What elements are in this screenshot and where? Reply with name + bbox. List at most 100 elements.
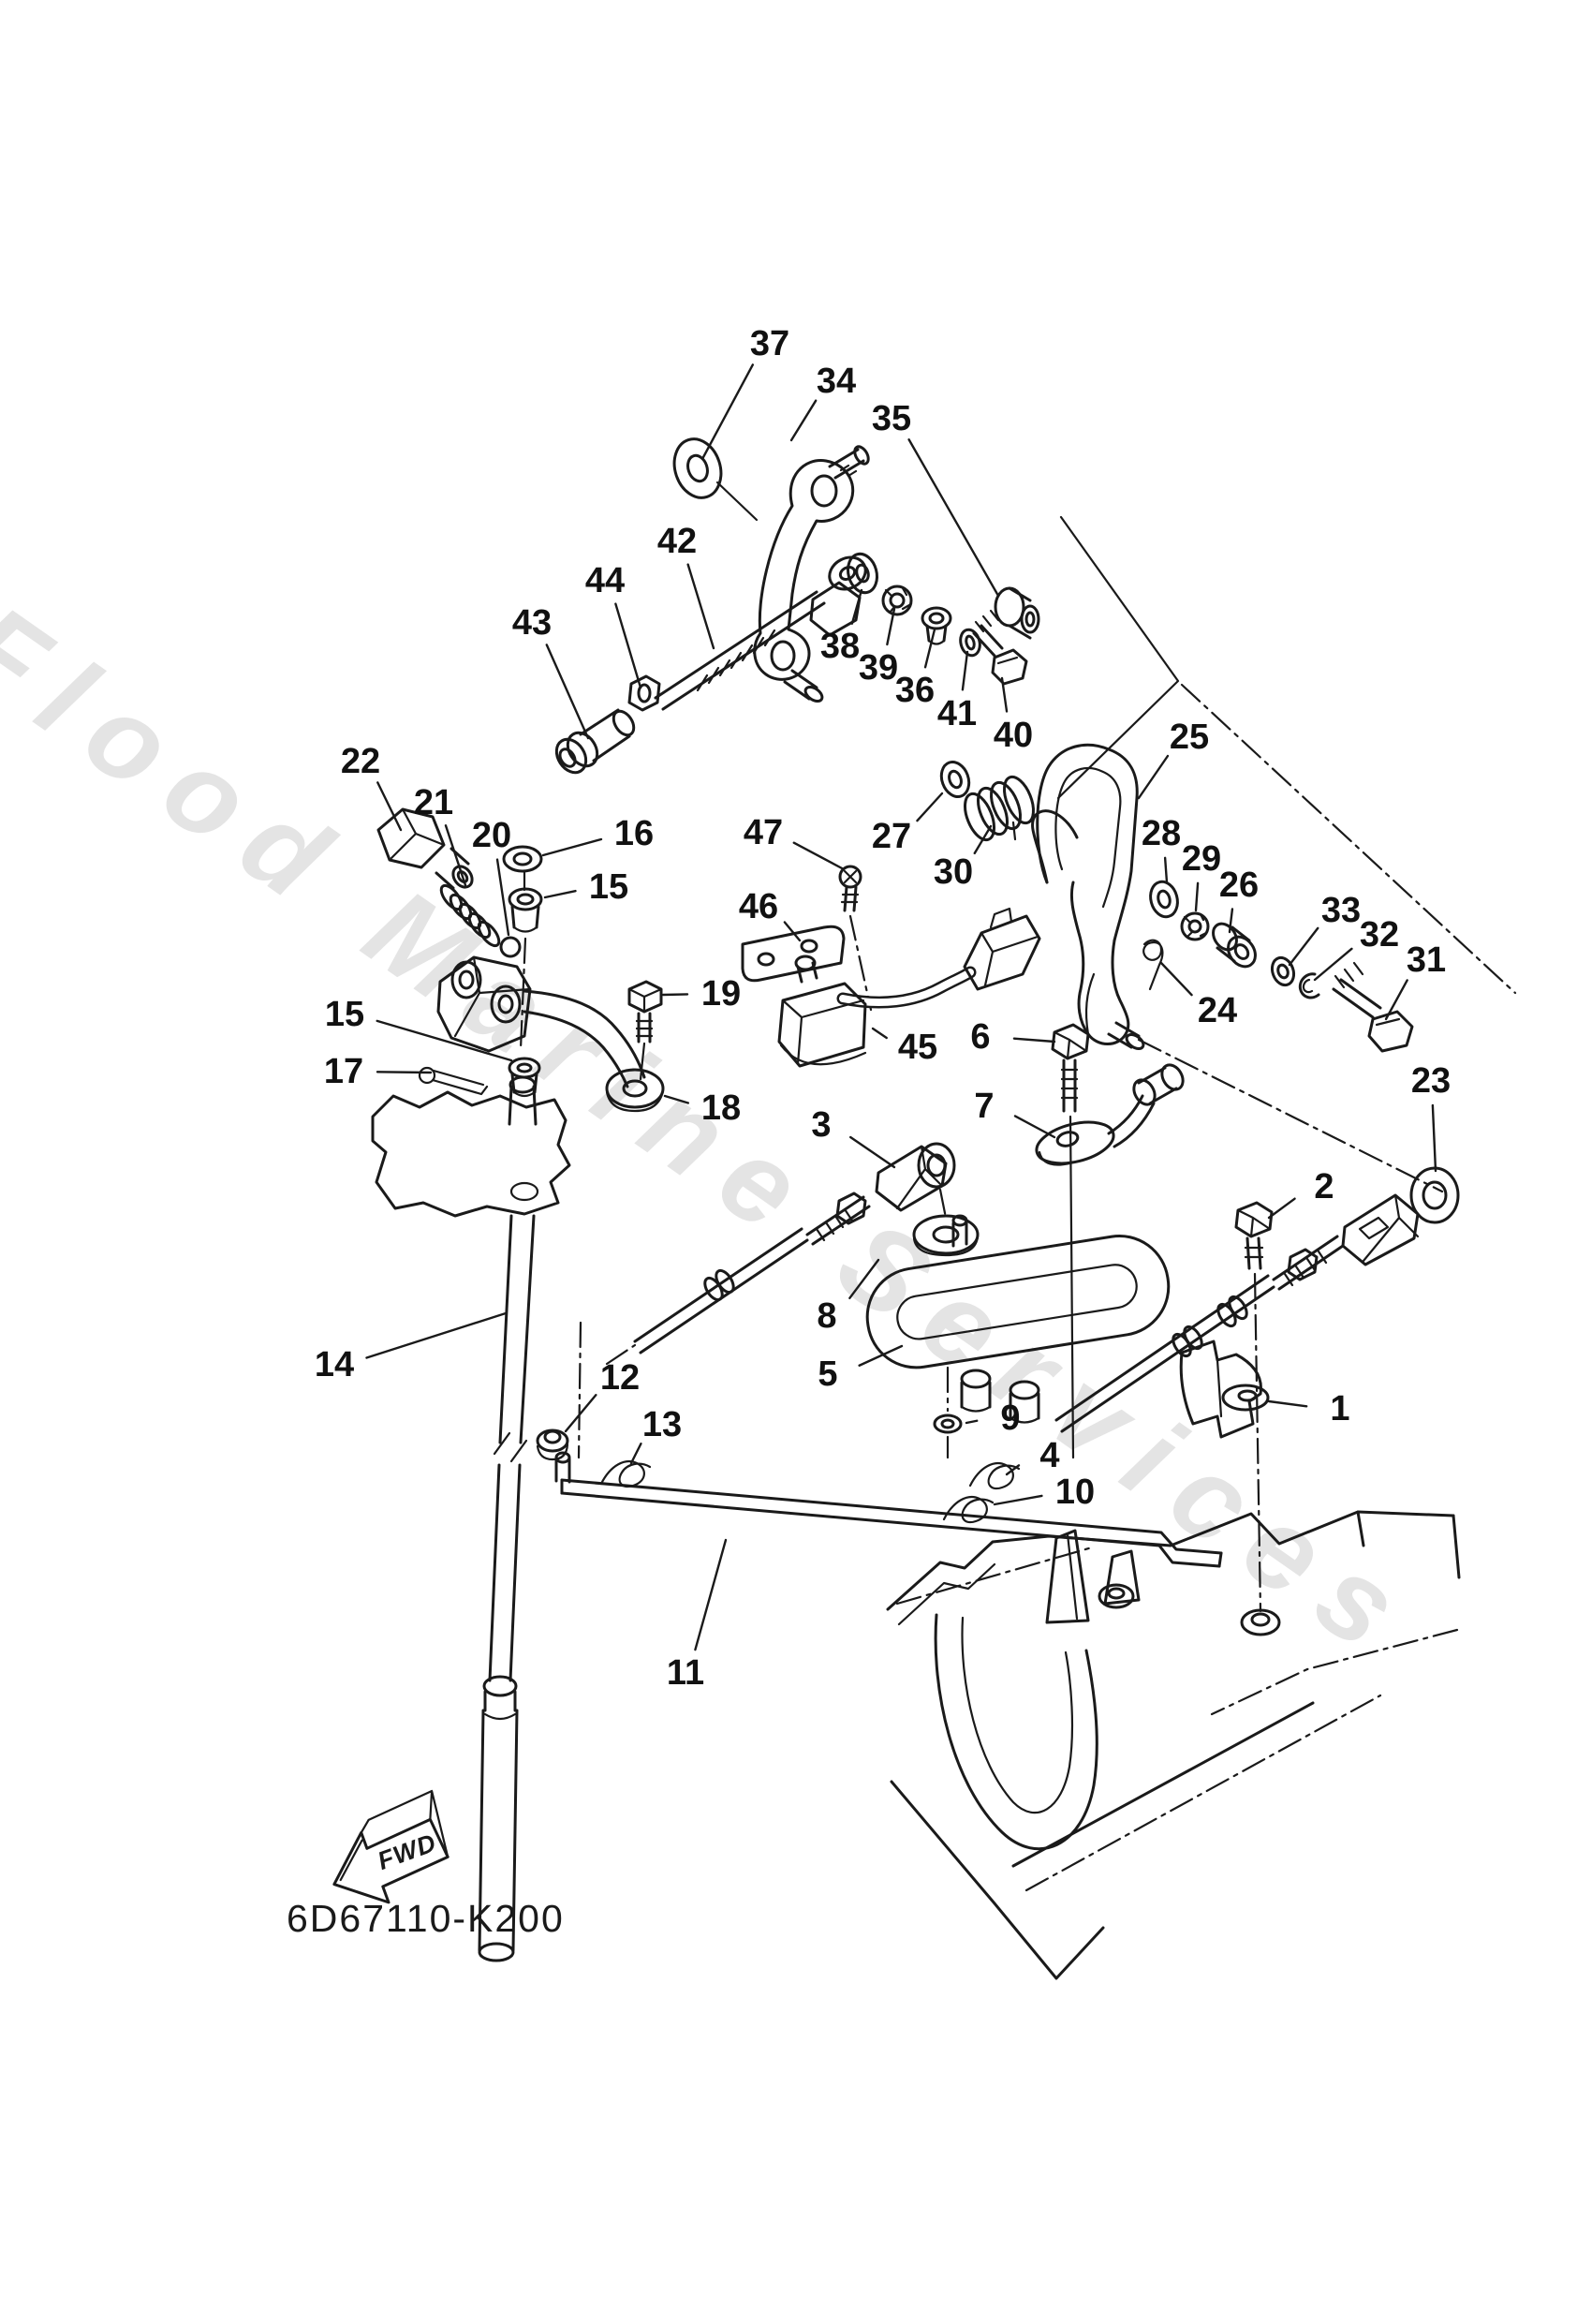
part-number-label-33: 33 bbox=[1321, 891, 1361, 930]
leader-line-9 bbox=[965, 1419, 979, 1425]
part-number-label-36: 36 bbox=[895, 671, 935, 710]
callout-layer: 1234567891011121314151516171819202122232… bbox=[315, 324, 1451, 1693]
leader-line-47 bbox=[792, 841, 846, 871]
leader-line-2 bbox=[1267, 1197, 1296, 1220]
bolt-19 bbox=[627, 980, 663, 1044]
nut-29 bbox=[1180, 911, 1210, 941]
ball-20 bbox=[499, 936, 522, 958]
part-number-label-31: 31 bbox=[1407, 940, 1446, 980]
leader-line-34 bbox=[789, 399, 818, 442]
throttle-control-lever-25 bbox=[1031, 743, 1145, 1051]
magneto-bracket-18 bbox=[436, 955, 665, 1113]
part-number-label-24: 24 bbox=[1198, 991, 1237, 1030]
bushing-35 bbox=[994, 586, 1040, 640]
part-number-label-25: 25 bbox=[1170, 718, 1209, 757]
bolt-31 bbox=[1332, 961, 1414, 1053]
sensor-45 bbox=[777, 955, 867, 1068]
part-number-label-27: 27 bbox=[872, 817, 911, 856]
leader-line-31 bbox=[1384, 979, 1408, 1021]
leader-line-25 bbox=[1137, 754, 1170, 800]
clip-10 bbox=[942, 1495, 995, 1524]
cam-plate-14 bbox=[371, 1075, 571, 1218]
connector-plug bbox=[963, 914, 1041, 991]
leader-line-35 bbox=[907, 438, 1000, 598]
nut-44 bbox=[627, 674, 661, 712]
leader-line-14 bbox=[365, 1311, 508, 1359]
leader-line-23 bbox=[1431, 1103, 1437, 1173]
part-number-label-17: 17 bbox=[324, 1052, 363, 1091]
leader-line-12 bbox=[564, 1394, 597, 1433]
screw-47 bbox=[838, 865, 862, 912]
washer-28 bbox=[1149, 880, 1179, 919]
roller-8 bbox=[912, 1214, 980, 1257]
washer-27 bbox=[939, 761, 971, 798]
part-number-label-37: 37 bbox=[750, 324, 789, 363]
leader-line-8 bbox=[848, 1258, 880, 1300]
plate-46 bbox=[741, 925, 846, 983]
part-number-label-39: 39 bbox=[859, 648, 898, 688]
throttle-cable-upper bbox=[605, 1192, 871, 1366]
leader-line-28 bbox=[1163, 856, 1169, 884]
part-number-label-8: 8 bbox=[817, 1296, 836, 1336]
leader-line-17 bbox=[376, 1071, 433, 1074]
part-number-label-18: 18 bbox=[701, 1088, 741, 1128]
part-number-label-7: 7 bbox=[974, 1087, 994, 1126]
engine-crankcase bbox=[886, 1510, 1461, 1980]
nut-39 bbox=[881, 585, 913, 616]
bracket-1 bbox=[1179, 1340, 1270, 1439]
cable-clevis-3 bbox=[875, 1142, 956, 1212]
leader-line-15 bbox=[376, 1019, 513, 1062]
leader-line-20 bbox=[495, 858, 510, 937]
bolt-2 bbox=[1234, 1201, 1274, 1270]
leader-line-11 bbox=[694, 1538, 728, 1651]
part-number-label-19: 19 bbox=[701, 974, 741, 1014]
part-number-label-46: 46 bbox=[739, 887, 778, 926]
part-number-label-28: 28 bbox=[1142, 814, 1181, 853]
part-number-label-44: 44 bbox=[585, 561, 625, 600]
leader-line-18 bbox=[663, 1094, 690, 1104]
part-number-label-20: 20 bbox=[472, 816, 511, 855]
part-number-label-47: 47 bbox=[744, 813, 783, 852]
leader-line-3 bbox=[848, 1135, 896, 1169]
leader-line-10 bbox=[993, 1494, 1043, 1506]
part-number-label-30: 30 bbox=[934, 852, 973, 892]
leader-line-21 bbox=[444, 824, 467, 887]
clip-24 bbox=[1142, 939, 1164, 991]
part-number-label-45: 45 bbox=[898, 1028, 937, 1067]
leader-line-45 bbox=[871, 1027, 888, 1040]
throttle-link-lever-34 bbox=[753, 445, 870, 703]
washer-38 bbox=[847, 552, 878, 595]
part-number-label-1: 1 bbox=[1330, 1389, 1349, 1428]
cotter-pin-17 bbox=[418, 1066, 489, 1096]
part-number-label-26: 26 bbox=[1219, 866, 1259, 905]
bushing-36 bbox=[921, 606, 952, 645]
adjuster-22 bbox=[376, 807, 474, 890]
part-number-label-43: 43 bbox=[512, 603, 552, 643]
leader-line-42 bbox=[686, 563, 715, 650]
leader-line-40 bbox=[1000, 676, 1009, 713]
cable-end-43 bbox=[554, 708, 636, 775]
part-number-label-3: 3 bbox=[811, 1105, 831, 1145]
part-number-label-6: 6 bbox=[970, 1017, 990, 1057]
leader-line-37 bbox=[700, 363, 755, 461]
part-number-label-16: 16 bbox=[614, 814, 654, 853]
part-number-label-14: 14 bbox=[315, 1345, 354, 1384]
leader-line-7 bbox=[1013, 1115, 1056, 1139]
part-number-label-32: 32 bbox=[1360, 915, 1399, 955]
leader-line-27 bbox=[916, 792, 944, 822]
leader-line-41 bbox=[961, 650, 969, 691]
part-number-label-40: 40 bbox=[994, 716, 1033, 755]
part-number-label-9: 9 bbox=[1000, 1399, 1020, 1438]
leader-line-5 bbox=[858, 1344, 904, 1367]
part-number-label-15: 15 bbox=[589, 867, 628, 907]
leader-line-38 bbox=[850, 588, 863, 625]
part-number-label-12: 12 bbox=[600, 1358, 640, 1398]
part-code: 6D67110-K200 bbox=[287, 1897, 565, 1940]
part-number-label-35: 35 bbox=[872, 399, 911, 438]
part-number-label-4: 4 bbox=[1039, 1436, 1059, 1475]
part-number-label-2: 2 bbox=[1314, 1167, 1334, 1206]
leader-line-26 bbox=[1228, 908, 1234, 934]
leader-line-29 bbox=[1194, 881, 1200, 912]
part-number-label-29: 29 bbox=[1182, 839, 1221, 879]
lock-washer-32 bbox=[1298, 972, 1320, 999]
